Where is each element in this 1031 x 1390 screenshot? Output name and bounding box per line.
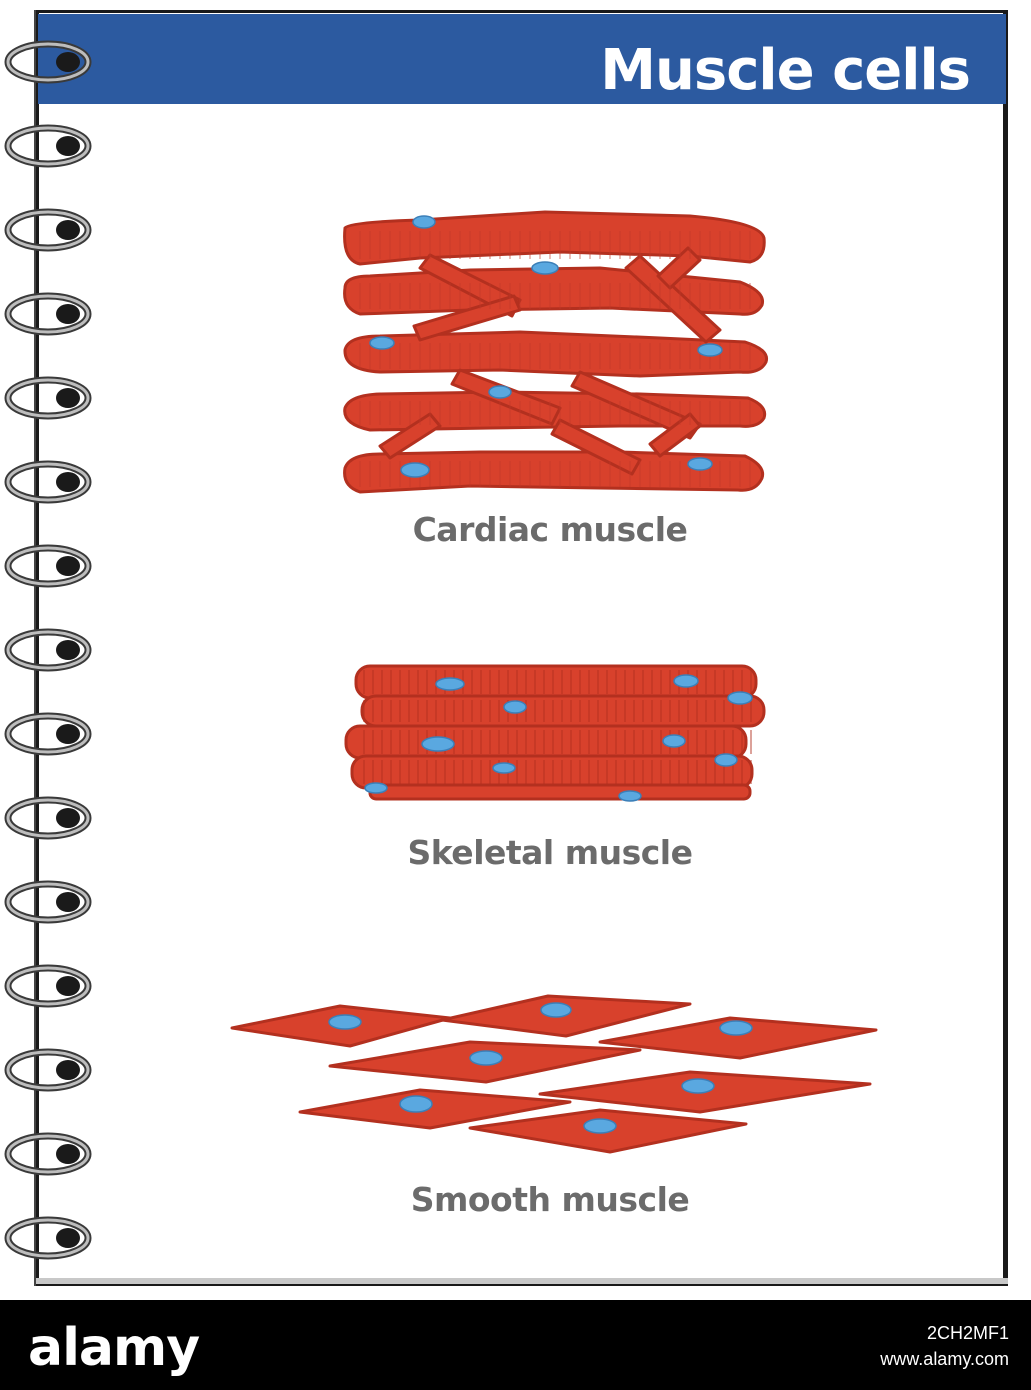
smooth-cell xyxy=(298,1088,572,1130)
cardiac-nucleus xyxy=(400,462,430,478)
brand-logo: alamy xyxy=(28,1318,200,1378)
muscle-diagram xyxy=(230,210,878,1154)
skeletal-muscle-illustration xyxy=(344,664,766,802)
cardiac-fiber xyxy=(343,210,766,266)
cardiac-muscle-label: Cardiac muscle xyxy=(412,510,688,549)
cardiac-branch xyxy=(624,254,722,344)
cardiac-branch xyxy=(412,294,522,342)
cardiac-branch xyxy=(378,412,442,460)
skeletal-nucleus xyxy=(364,782,388,794)
smooth-nucleus xyxy=(328,1014,362,1030)
smooth-nucleus xyxy=(399,1095,433,1113)
binding-ring xyxy=(4,1132,92,1176)
binding-ring xyxy=(4,40,92,84)
image-id: 2CH2MF1 xyxy=(926,1323,1009,1343)
skeletal-fiber xyxy=(344,724,748,760)
skeletal-nucleus xyxy=(503,700,527,714)
skeletal-muscle-label: Skeletal muscle xyxy=(407,833,693,872)
binding-ring xyxy=(4,208,92,252)
site-url: www.alamy.com xyxy=(880,1349,1009,1369)
cardiac-nucleus xyxy=(531,261,559,275)
cardiac-nucleus xyxy=(488,385,512,399)
skeletal-nucleus xyxy=(673,674,699,688)
binding-ring xyxy=(4,796,92,840)
cardiac-nucleus xyxy=(687,457,713,471)
skeletal-fiber xyxy=(368,783,752,801)
spine-line xyxy=(34,10,36,1286)
cardiac-nucleus xyxy=(412,215,436,229)
skeletal-nucleus xyxy=(421,736,455,752)
binding-ring xyxy=(4,544,92,588)
binding-ring xyxy=(4,712,92,756)
skeletal-nucleus xyxy=(618,790,642,802)
skeletal-fiber xyxy=(350,754,754,790)
binding-ring xyxy=(4,880,92,924)
skeletal-nucleus xyxy=(435,677,465,691)
skeletal-nucleus xyxy=(714,753,738,767)
skeletal-nucleus xyxy=(662,734,686,748)
cardiac-muscle-illustration xyxy=(343,210,769,494)
binding-ring xyxy=(4,1216,92,1260)
smooth-cell xyxy=(598,1016,878,1060)
binding-ring xyxy=(4,460,92,504)
binding-ring xyxy=(4,964,92,1008)
cardiac-nucleus xyxy=(369,336,395,350)
smooth-nucleus xyxy=(681,1078,715,1094)
cardiac-nucleus xyxy=(697,343,723,357)
header-banner: Muscle cells xyxy=(38,14,1006,104)
spiral-binding xyxy=(4,40,92,1260)
smooth-nucleus xyxy=(719,1020,753,1036)
page-shadow xyxy=(36,1278,1008,1284)
cardiac-branch xyxy=(648,412,702,458)
smooth-muscle-label: Smooth muscle xyxy=(410,1180,690,1219)
skeletal-nucleus xyxy=(727,691,753,705)
watermark-footer: alamy 2CH2MF1 www.alamy.com xyxy=(0,1300,1031,1390)
skeletal-nucleus xyxy=(492,762,516,774)
binding-ring xyxy=(4,628,92,672)
binding-ring xyxy=(4,292,92,336)
smooth-nucleus xyxy=(540,1002,572,1018)
cardiac-fiber xyxy=(343,450,765,494)
cardiac-branch xyxy=(550,418,642,476)
skeletal-fiber xyxy=(360,694,766,728)
binding-ring xyxy=(4,124,92,168)
smooth-nucleus xyxy=(583,1118,617,1134)
image-credit: 2CH2MF1 www.alamy.com xyxy=(880,1320,1009,1372)
smooth-nucleus xyxy=(469,1050,503,1066)
smooth-muscle-illustration xyxy=(230,994,878,1154)
page-title: Muscle cells xyxy=(600,38,971,103)
notebook: Muscle cells xyxy=(4,10,1008,1286)
binding-ring xyxy=(4,376,92,420)
binding-ring xyxy=(4,1048,92,1092)
